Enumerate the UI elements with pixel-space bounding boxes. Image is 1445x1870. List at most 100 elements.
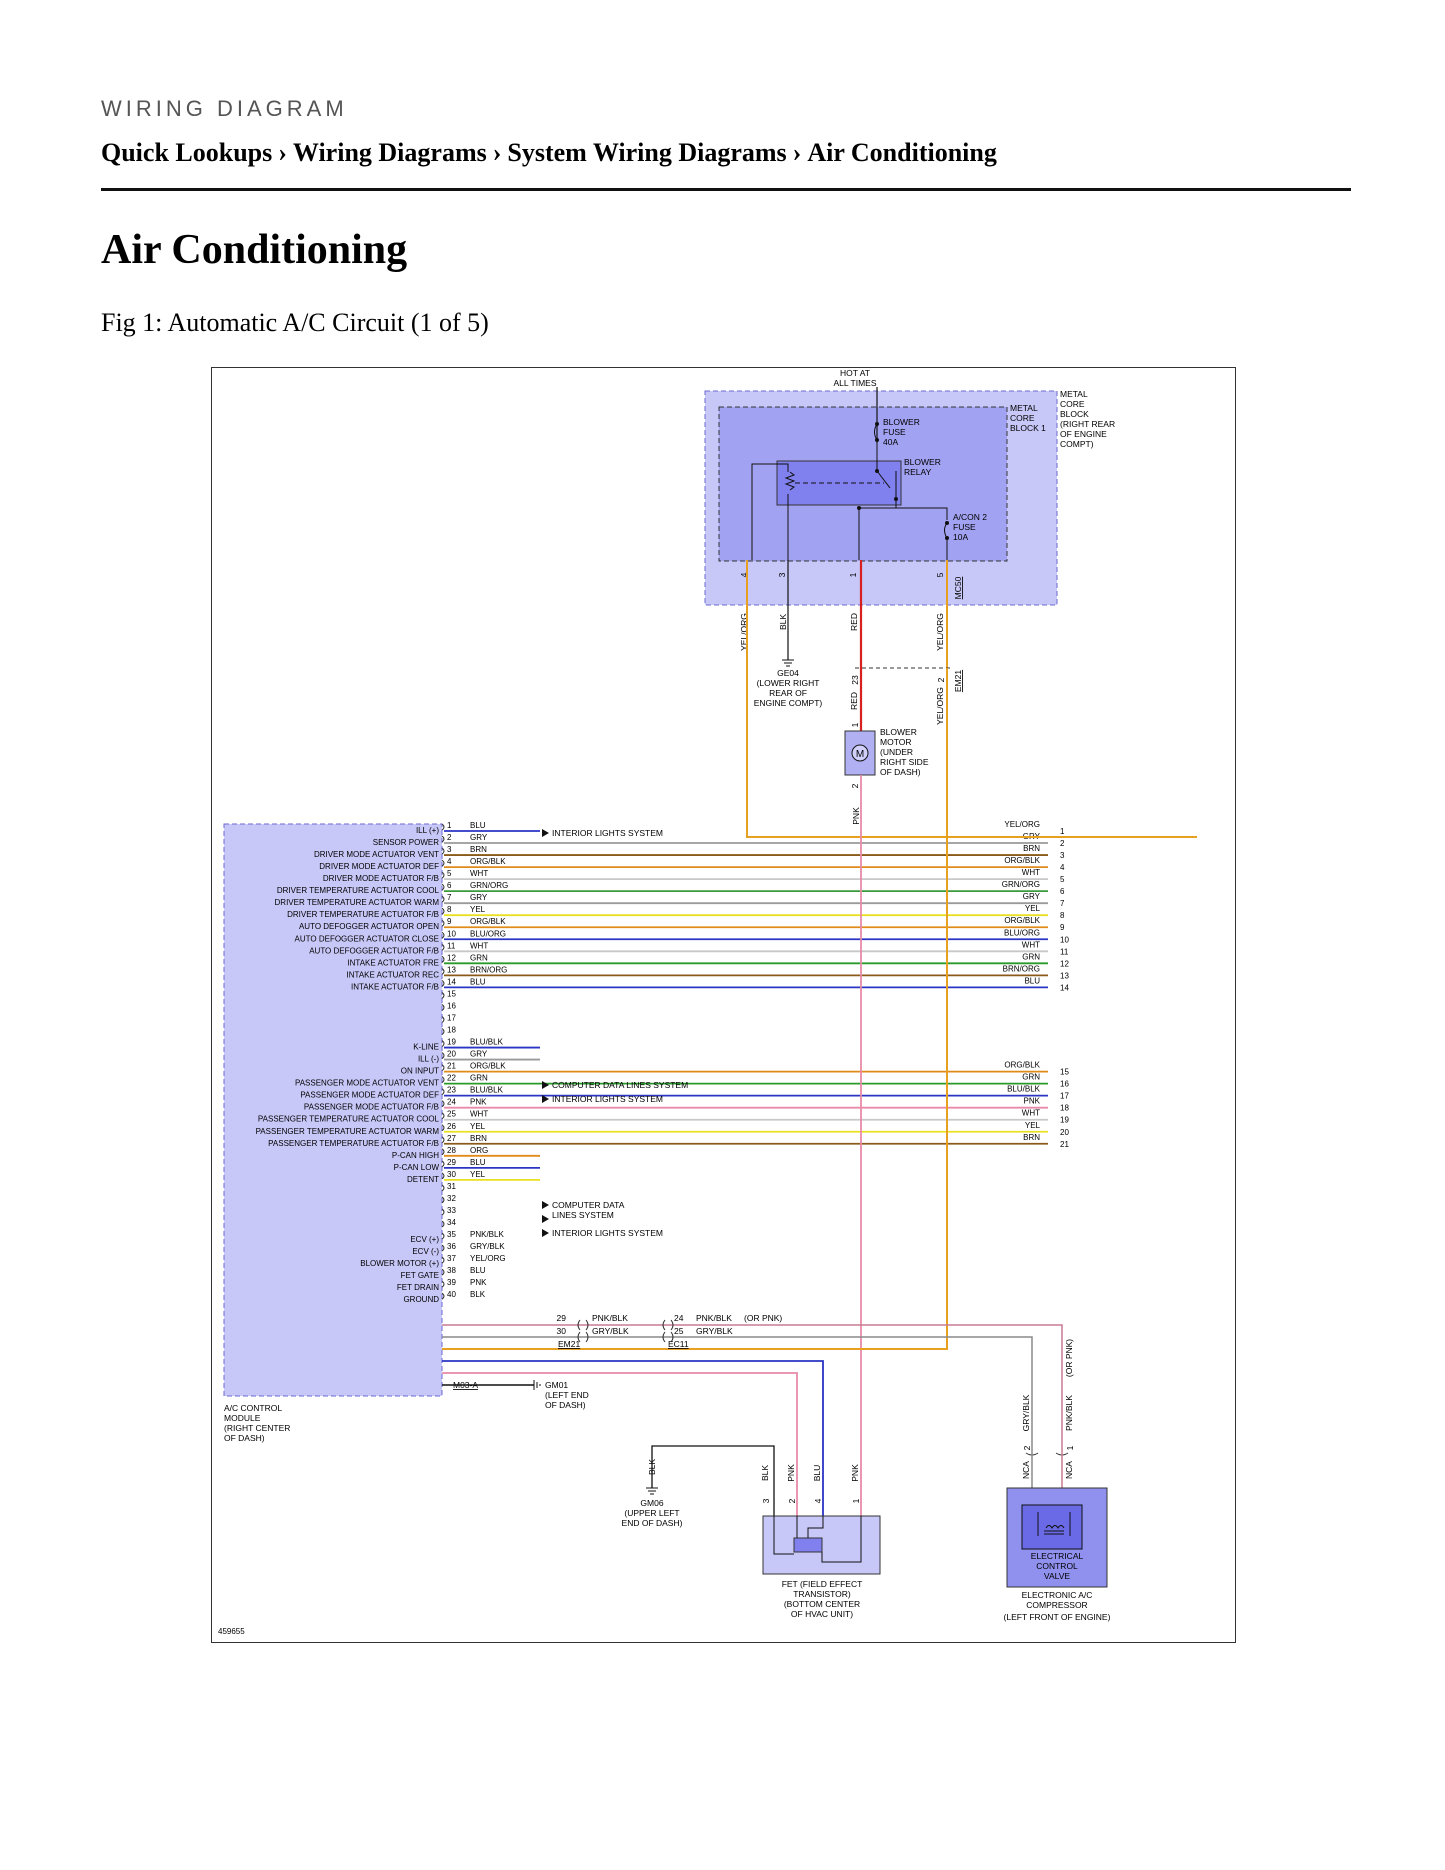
svg-text:OF ENGINE: OF ENGINE bbox=[1060, 429, 1107, 439]
bus-pin-number: 18 bbox=[1060, 1104, 1069, 1113]
module-pin-connector bbox=[441, 1064, 445, 1071]
bus-pin-number: 16 bbox=[1060, 1080, 1069, 1089]
bus-pin-number: 3 bbox=[1060, 851, 1065, 860]
module-pin-connector bbox=[441, 1268, 445, 1276]
module-pin-number: 4 bbox=[447, 857, 452, 866]
wiring-diagram: HOT AT ALL TIMES METAL CORE BLOCK (RIGHT… bbox=[211, 367, 1236, 1643]
block-connector-label: MC50 bbox=[953, 576, 963, 599]
module-pin-number: 16 bbox=[447, 1001, 456, 1010]
module-pin-function: PASSENGER TEMPERATURE ACTUATOR COOL bbox=[258, 1115, 440, 1124]
fet-transistor-icon bbox=[793, 1537, 823, 1553]
bus-wire-color: PNK bbox=[1024, 1097, 1041, 1106]
motor-wire-labels: RED YEL/ORG bbox=[849, 687, 945, 725]
bus-wire-color: BLU bbox=[1024, 976, 1040, 985]
module-pin-function: ON INPUT bbox=[401, 1067, 439, 1076]
module-pin-number: 26 bbox=[447, 1122, 456, 1131]
module-pin-connector bbox=[441, 1256, 445, 1264]
module-pin-wire-color: BLU bbox=[470, 977, 486, 986]
acon-feed-wire bbox=[859, 507, 948, 520]
module-pin-number: 29 bbox=[447, 1158, 456, 1167]
breadcrumb-separator: › bbox=[792, 138, 802, 167]
pnk-fet-drain-wire bbox=[442, 1372, 798, 1516]
bus-wire-color: YEL bbox=[1025, 1121, 1041, 1130]
bus-wire-color: WHT bbox=[1022, 868, 1040, 877]
svg-text:(BOTTOM CENTER: (BOTTOM CENTER bbox=[784, 1599, 860, 1609]
module-pin-connector bbox=[441, 823, 445, 831]
svg-text:OF DASH): OF DASH) bbox=[224, 1433, 265, 1443]
wiring-diagram-svg: HOT AT ALL TIMES METAL CORE BLOCK (RIGHT… bbox=[218, 368, 1197, 1636]
module-pin-number: 18 bbox=[447, 1026, 456, 1035]
svg-text:MODULE: MODULE bbox=[224, 1413, 261, 1423]
svg-text:(LOWER RIGHT: (LOWER RIGHT bbox=[757, 678, 820, 688]
blower-fuse-label: BLOWER FUSE 40A bbox=[883, 417, 920, 447]
svg-text:(OR PNK): (OR PNK) bbox=[1064, 1339, 1074, 1377]
module-pin-number: 10 bbox=[447, 929, 456, 938]
breadcrumb-air-conditioning[interactable]: Air Conditioning bbox=[807, 138, 997, 167]
module-pin-connector bbox=[441, 1292, 445, 1300]
bus-wire-color: BLU/ORG bbox=[1004, 928, 1040, 937]
svg-text:ELECTRONIC A/C: ELECTRONIC A/C bbox=[1022, 1590, 1093, 1600]
module-pin-connector bbox=[441, 1232, 445, 1240]
gry-blk-wire bbox=[442, 1336, 1033, 1448]
svg-text:BLU: BLU bbox=[812, 1465, 822, 1482]
module-pin-function: INTAKE ACTUATOR REC bbox=[347, 970, 440, 979]
module-pin-wire-color: BLU/ORG bbox=[470, 929, 506, 938]
svg-text:RELAY: RELAY bbox=[904, 467, 932, 477]
pnk-blk-wire bbox=[442, 1324, 1063, 1448]
svg-text:ENGINE COMPT): ENGINE COMPT) bbox=[754, 698, 823, 708]
svg-text:2: 2 bbox=[1022, 1445, 1032, 1450]
system-ref-ill-plus: INTERIOR LIGHTS SYSTEM bbox=[542, 828, 663, 838]
module-pin-connector bbox=[441, 1088, 445, 1096]
module-pin-function: AUTO DEFOGGER ACTUATOR F/B bbox=[309, 946, 439, 955]
svg-text:ELECTRICAL: ELECTRICAL bbox=[1031, 1551, 1084, 1561]
module-pin-number: 32 bbox=[447, 1194, 456, 1203]
module-pin-connector bbox=[441, 1160, 445, 1168]
module-pin-function: DRIVER MODE ACTUATOR F/B bbox=[323, 874, 439, 883]
module-pin-function: INTAKE ACTUATOR FRE bbox=[347, 958, 439, 967]
module-pin-wire-color: GRN bbox=[470, 953, 488, 962]
module-pin-wire-color: GRY bbox=[470, 1050, 488, 1059]
breadcrumb-system-wiring-diagrams[interactable]: System Wiring Diagrams bbox=[507, 138, 787, 167]
svg-text:BLOCK: BLOCK bbox=[1060, 409, 1089, 419]
svg-text:1: 1 bbox=[851, 1498, 861, 1503]
block-wire-labels: YEL/ORG BLK RED YEL/ORG bbox=[739, 613, 945, 651]
module-pin-connector bbox=[441, 919, 445, 927]
svg-text:25: 25 bbox=[674, 1326, 684, 1336]
module-pin-connector bbox=[441, 1052, 445, 1059]
module-pin-connector bbox=[441, 1280, 445, 1288]
bus-wire-color: ORG/BLK bbox=[1004, 856, 1040, 865]
ecv-inner-label: ELECTRICAL CONTROL VALVE bbox=[1031, 1551, 1084, 1581]
breadcrumb-quick-lookups[interactable]: Quick Lookups bbox=[101, 138, 273, 167]
module-pin-wire-color: BLU bbox=[470, 1158, 486, 1167]
breadcrumb-wiring-diagrams[interactable]: Wiring Diagrams bbox=[292, 138, 487, 167]
acon-fuse-icon bbox=[944, 522, 948, 539]
module-pin-number: 23 bbox=[447, 1086, 456, 1095]
module-pin-connector bbox=[441, 1208, 445, 1216]
module-pin-wire-color: GRN bbox=[470, 1074, 488, 1083]
svg-text:10A: 10A bbox=[953, 532, 968, 542]
motor-symbol: M bbox=[856, 749, 864, 760]
module-pin-function: P-CAN LOW bbox=[394, 1163, 440, 1172]
module-pin-function: DRIVER TEMPERATURE ACTUATOR COOL bbox=[277, 886, 440, 895]
svg-text:OF HVAC UNIT): OF HVAC UNIT) bbox=[791, 1609, 853, 1619]
bus-wire-color: GRY bbox=[1023, 892, 1041, 901]
ground-icon bbox=[533, 1380, 541, 1390]
module-pin-connector bbox=[441, 1244, 445, 1252]
svg-text:REAR OF: REAR OF bbox=[769, 688, 807, 698]
module-pin-wire-color: GRN/ORG bbox=[470, 881, 508, 890]
module-pin-wire-color: BLU/BLK bbox=[470, 1086, 504, 1095]
ac-module-label: A/C CONTROL MODULE (RIGHT CENTER OF DASH… bbox=[224, 1403, 290, 1443]
module-pin-connector bbox=[441, 859, 445, 867]
module-pin-number: 33 bbox=[447, 1206, 456, 1215]
page-title: Air Conditioning bbox=[101, 227, 408, 273]
svg-text:RED: RED bbox=[849, 692, 859, 710]
bus-pin-number: 20 bbox=[1060, 1128, 1069, 1137]
bus-wire-color: BRN bbox=[1023, 844, 1040, 853]
figure-caption: Fig 1: Automatic A/C Circuit (1 of 5) bbox=[101, 308, 489, 337]
motor-pin-label: 2 bbox=[850, 783, 860, 788]
fet-wire-labels: BLK PNK BLU PNK bbox=[760, 1464, 860, 1482]
relay-coil-icon bbox=[784, 471, 796, 491]
svg-text:29: 29 bbox=[557, 1313, 567, 1323]
bus-pin-number: 2 bbox=[1060, 839, 1065, 848]
svg-text:METAL: METAL bbox=[1010, 403, 1038, 413]
